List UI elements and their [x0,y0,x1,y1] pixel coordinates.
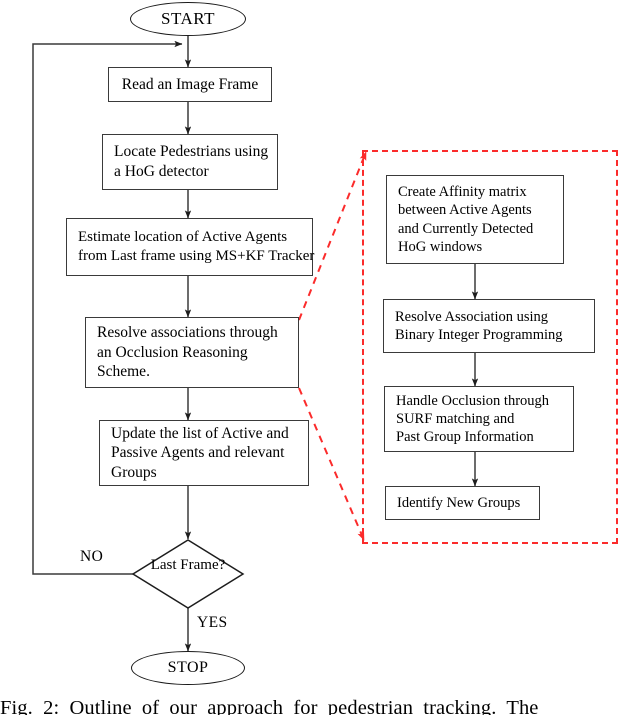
start-terminal-label: START [161,9,215,28]
figure-caption-text: Fig. 2: Outline of our approach for pede… [0,697,539,715]
detail-create-affinity-matrix-line-4: HoG windows [398,238,483,255]
edge-label-no: NO [80,548,104,565]
process-update-list-line-1: Update the list of Active and [111,424,289,442]
detail-create-affinity-matrix-line-3: and Currently Detected [398,220,534,237]
figure-caption: Fig. 2: Outline of our approach for pede… [0,697,640,715]
process-update-list-line-2: Passive Agents and relevant [111,444,285,462]
process-locate-pedestrians: Locate Pedestrians using a HoG detector [102,134,278,190]
process-read-frame: Read an Image Frame [108,67,272,102]
detail-resolve-association-bip: Resolve Association using Binary Integer… [383,299,595,353]
process-update-list-line-3: Groups [111,463,157,481]
detail-handle-occlusion: Handle Occlusion through SURF matching a… [384,386,574,452]
detail-create-affinity-matrix-line-2: between Active Agents [398,202,532,219]
process-locate-pedestrians-line-1: Locate Pedestrians using [114,143,269,161]
callout-arrows [298,151,367,541]
process-resolve-associations-line-1: Resolve associations through [97,324,278,342]
decision-last-frame: Last Frame? [148,556,228,574]
detail-create-affinity-matrix: Create Affinity matrix between Active Ag… [386,175,564,264]
detail-panel-border [362,150,618,544]
detail-create-affinity-matrix-line-1: Create Affinity matrix [398,183,527,200]
process-read-frame-line-1: Read an Image Frame [121,75,259,93]
process-resolve-associations-line-3: Scheme. [97,363,150,381]
edge-label-yes: YES [197,614,228,631]
process-locate-pedestrians-line-2: a HoG detector [114,163,209,180]
detail-identify-new-groups: Identify New Groups [385,486,540,520]
detail-resolve-association-bip-line-2: Binary Integer Programming [395,327,563,343]
process-resolve-associations: Resolve associations through an Occlusio… [85,317,299,388]
decision-last-frame-line-1: Last [150,557,177,573]
decision-last-frame-line-2: Frame? [180,557,226,573]
detail-resolve-association-bip-line-1: Resolve Association using [395,308,549,325]
process-estimate-location-line-2: from Last frame using MS+KF Tracker [78,248,315,264]
process-resolve-associations-line-2: an Occlusion Reasoning [97,343,248,361]
stop-terminal: STOP [131,651,245,685]
stop-terminal-label: STOP [167,659,209,676]
process-estimate-location-line-1: Estimate location of Active Agents [78,229,288,246]
detail-handle-occlusion-line-1: Handle Occlusion through [396,392,550,409]
detail-identify-new-groups-line-1: Identify New Groups [397,494,521,511]
process-estimate-location: Estimate location of Active Agents from … [66,218,315,276]
process-update-list: Update the list of Active and Passive Ag… [99,420,309,486]
main-flow-connectors [32,36,192,652]
start-terminal: START [130,2,246,36]
detail-handle-occlusion-line-3: Past Group Information [396,429,534,446]
detail-handle-occlusion-line-2: SURF matching and [396,410,515,427]
